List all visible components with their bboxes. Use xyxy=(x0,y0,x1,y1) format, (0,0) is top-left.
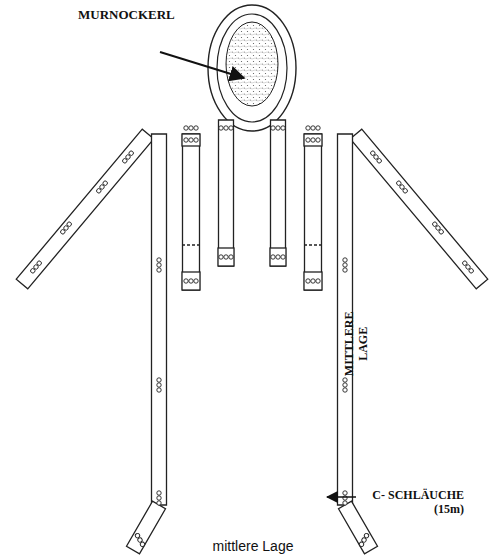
coupling-symbol xyxy=(219,255,233,259)
coupling-symbol xyxy=(122,150,135,164)
coupling-symbol xyxy=(306,138,320,142)
c-hose xyxy=(127,501,166,554)
callout-label: MURNOCKERL xyxy=(78,8,175,23)
coupling-symbol xyxy=(157,491,161,505)
coupling-symbol xyxy=(306,279,320,283)
hose-end xyxy=(304,134,322,146)
layer-label: MITTLERE LAGE xyxy=(343,305,371,383)
murnockerl-ball xyxy=(226,22,278,106)
c-hose xyxy=(350,129,487,289)
head-hose-outer xyxy=(208,5,296,131)
coupling-symbol xyxy=(358,533,369,548)
c-hose xyxy=(339,501,378,554)
coupling-symbol xyxy=(184,138,198,142)
coupling-symbol xyxy=(432,221,445,235)
coupling-symbol xyxy=(306,126,320,130)
coupling-symbol xyxy=(157,258,161,272)
coupling-symbol xyxy=(343,258,347,272)
coupling-symbol xyxy=(134,533,145,548)
coupling-symbol xyxy=(184,126,198,130)
coupling-symbol xyxy=(271,255,285,259)
caption: mittlere Lage xyxy=(2,538,502,554)
coupling-symbol xyxy=(343,378,347,392)
coupling-symbol xyxy=(462,260,475,274)
hose-label: C- SCHLÄUCHE (15m) xyxy=(360,489,464,517)
head-hose-inner xyxy=(217,14,287,122)
hose-end xyxy=(182,134,200,146)
coupling-symbol xyxy=(30,260,43,274)
coupling-symbol xyxy=(370,150,383,164)
coupling-symbol xyxy=(271,126,285,130)
hose-joint xyxy=(304,244,322,245)
coupling-symbol xyxy=(60,221,73,235)
hose-end xyxy=(270,248,286,266)
coupling-symbol xyxy=(396,180,409,194)
hose-end xyxy=(218,248,234,266)
leader-arrow xyxy=(160,52,244,78)
coupling-symbol xyxy=(157,378,161,392)
coupling-symbol xyxy=(184,279,198,283)
coupling-symbol xyxy=(96,180,109,194)
c-hose xyxy=(152,134,167,505)
c-hose xyxy=(305,134,322,290)
hose-end xyxy=(182,272,200,290)
c-hose xyxy=(271,120,286,266)
hose-end xyxy=(304,272,322,290)
leader-arrow xyxy=(327,496,356,498)
hose-joint xyxy=(182,244,200,245)
c-hose xyxy=(219,120,234,266)
coupling-symbol xyxy=(219,126,233,130)
c-hose xyxy=(183,134,200,290)
c-hose xyxy=(16,129,153,289)
coupling-symbol xyxy=(343,491,347,505)
